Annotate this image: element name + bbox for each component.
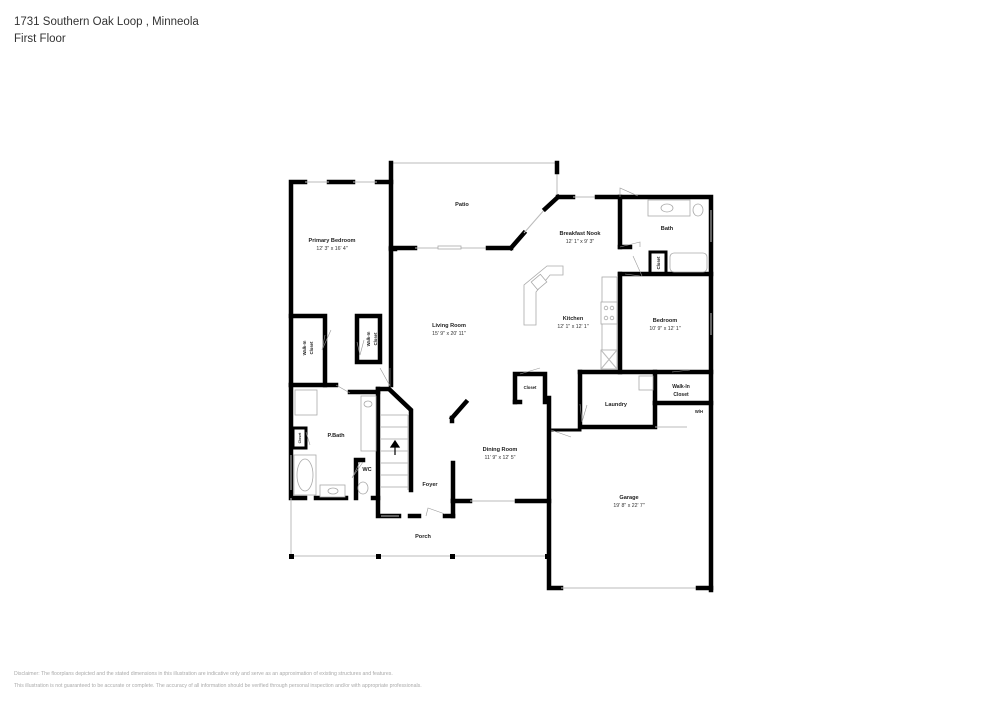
label-patio: Patio — [455, 202, 469, 208]
label-closet-pbath: Closet — [298, 432, 302, 444]
dims-breakfast-nook: 12' 1" x 9' 3" — [566, 239, 595, 245]
door-swings — [305, 187, 691, 517]
label-walkin-closet-left-2: Closet — [309, 341, 314, 354]
stairs-up-arrow-icon — [389, 439, 401, 455]
stove-icon — [600, 301, 618, 325]
label-closet-bath: Closet — [656, 256, 661, 269]
toilet-pbath-icon — [357, 481, 369, 495]
label-walkin-closet-right-1: Walk-In — [672, 384, 690, 390]
property-address: 1731 Southern Oak Loop , Minneola — [14, 16, 199, 28]
label-wc: WC — [362, 467, 371, 473]
bathtub-icon — [669, 252, 708, 273]
label-kitchen: Kitchen — [563, 316, 584, 322]
kitchen-sink-icon — [530, 273, 548, 291]
label-foyer: Foyer — [422, 482, 438, 488]
label-water-heater: W/H — [695, 409, 703, 414]
sink-icon — [660, 203, 674, 213]
stairs — [381, 414, 408, 488]
label-walkin-closet-mid-1: Walk-In — [366, 331, 371, 346]
label-dining-room: Dining Room — [483, 447, 518, 453]
dims-bedroom: 10' 9" x 12' 1" — [649, 326, 680, 332]
laundry-sink-icon — [638, 375, 654, 391]
label-walkin-closet-mid-2: Closet — [373, 332, 378, 345]
kitchen-island — [523, 265, 564, 326]
label-garage: Garage — [619, 495, 638, 501]
dims-living-room: 15' 9" x 20' 11" — [432, 331, 466, 337]
label-porch: Porch — [415, 534, 431, 540]
porch-outline — [289, 498, 550, 559]
dims-dining-room: 11' 9" x 12' 5" — [485, 455, 516, 461]
patio-outline — [391, 160, 560, 196]
label-walkin-closet-right-2: Closet — [673, 392, 689, 398]
label-primary-bedroom: Primary Bedroom — [309, 238, 356, 244]
exterior-walls — [288, 160, 714, 593]
shower-icon — [294, 389, 318, 416]
dims-kitchen: 12' 1" x 12' 1" — [557, 324, 588, 330]
vanity-pbath — [360, 395, 377, 452]
dims-garage: 19' 8" x 22' 7" — [613, 503, 644, 509]
label-laundry: Laundry — [605, 402, 628, 408]
fixtures — [293, 199, 708, 498]
label-bedroom: Bedroom — [653, 318, 678, 324]
label-closet-kitchen: Closet — [524, 385, 537, 390]
label-pbath: P.Bath — [328, 433, 346, 439]
label-bath: Bath — [661, 226, 674, 232]
label-walkin-closet-left-1: Walk-In — [302, 340, 307, 355]
floor-label: First Floor — [14, 33, 66, 45]
toilet-icon — [692, 203, 704, 217]
disclaimer-line-1: Disclaimer: The floorplans depicted and … — [14, 671, 393, 677]
oval-tub-icon — [296, 458, 314, 492]
label-living-room: Living Room — [432, 323, 466, 329]
dims-primary-bedroom: 12' 3" x 16' 4" — [316, 246, 347, 252]
label-breakfast-nook: Breakfast Nook — [559, 231, 601, 237]
disclaimer-line-2: This illustration is not guaranteed to b… — [14, 683, 422, 689]
